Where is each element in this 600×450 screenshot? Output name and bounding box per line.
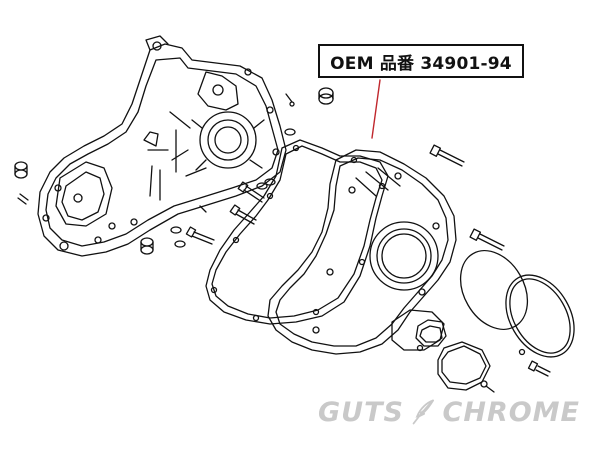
inspection-cover [437, 341, 491, 391]
inner-primary-housing [37, 35, 287, 257]
watermark-left-word: GUTS [318, 396, 404, 428]
callout-leader-line [371, 79, 381, 139]
primary-cover-gasket [205, 139, 389, 325]
inspection-cover-gasket [415, 319, 447, 347]
housing-fasteners [17, 93, 296, 248]
cover-screws [429, 144, 551, 393]
brand-watermark: GUTS CHROME [318, 392, 580, 432]
derby-cover [505, 274, 575, 358]
part-number-callout: OEM 品番 34901-94 [318, 44, 524, 78]
outer-primary-cover [267, 149, 457, 355]
watermark-right-word: CHROME [442, 396, 580, 428]
feather-icon [412, 399, 434, 425]
part-number-label: OEM 品番 34901-94 [330, 53, 512, 74]
derby-cover-gasket [459, 250, 529, 330]
seal-bushings [14, 87, 334, 255]
